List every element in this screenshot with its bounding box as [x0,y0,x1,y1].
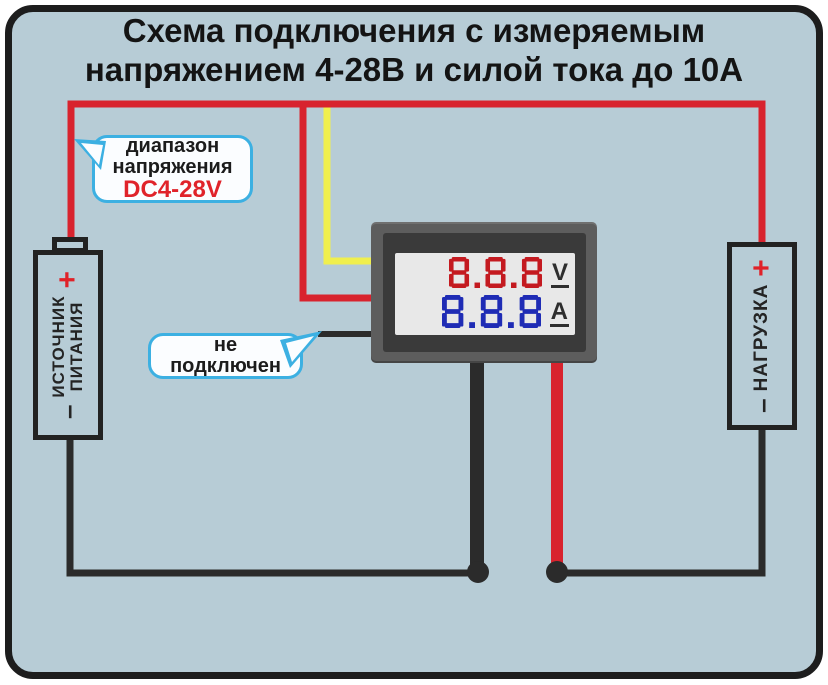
load-minus-sign: – [747,398,777,413]
load-box: – НАГРУЗКА + [727,242,797,430]
power-source-name: ИСТОЧНИК ПИТАНИЯ [49,295,86,398]
ammeter-row: A [395,294,575,333]
junction-dot-right [546,561,568,583]
title-line-1: Схема подключения с измеряемым [122,12,706,49]
voltmeter-digits [448,256,542,293]
voltage-range-line1: диапазон [125,135,220,157]
not-connected-line2: подключен [170,355,281,377]
not-connected-callout: не подключен [148,333,303,379]
load-rotated-label: – НАГРУЗКА + [745,259,778,413]
power-source-name-line2: ПИТАНИЯ [67,301,86,392]
load-plus-sign: + [745,259,778,277]
red-vcc-branch-wire [299,106,374,302]
load-negative-wire [557,428,766,577]
diagram-title: Схема подключения с измеряемым напряжени… [0,11,828,89]
voltage-range-callout: диапазон напряжения DC4-28V [92,135,253,203]
voltage-range-value: DC4-28V [123,176,222,203]
voltmeter-row: V [395,256,575,293]
meter-display: V A [395,253,575,335]
power-source-name-line1: ИСТОЧНИК [49,295,68,398]
power-source-plus-sign: + [51,270,84,289]
yellow-sense-wire [323,106,374,265]
voltmeter-unit-label: V [550,259,569,288]
voltage-range-line2: напряжения [112,156,233,178]
ammeter-digits [441,294,541,333]
ammeter-unit-label: A [549,298,569,327]
load-name: НАГРУЗКА [751,283,772,392]
not-connected-line1: не [213,334,238,356]
battery-negative-wire [66,438,478,577]
power-source-rotated-label: – ИСТОЧНИК ПИТАНИЯ + [49,270,86,420]
power-source-minus-sign: – [53,404,83,420]
title-line-2: напряжением 4-28В и силой тока до 10А [84,51,744,88]
junction-dot-left [467,561,489,583]
power-source-box: – ИСТОЧНИК ПИТАНИЯ + [33,250,103,440]
red-positive-bus-wire [67,100,766,270]
volt-ammeter-module: V A [371,222,597,363]
